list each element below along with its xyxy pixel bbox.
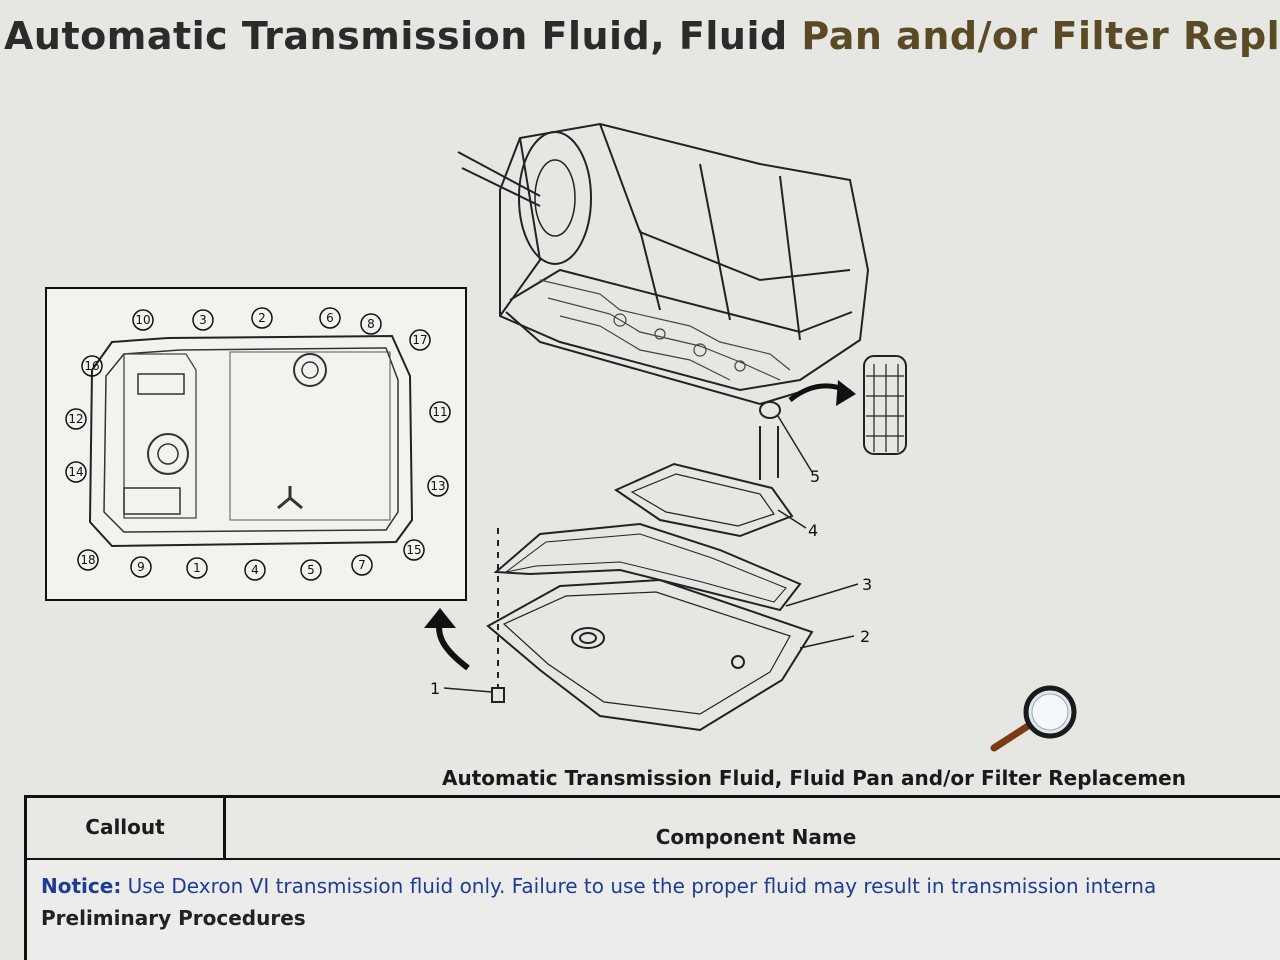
- inset-bolt-label: 14: [65, 461, 87, 483]
- inset-bolt-label: 11: [429, 401, 451, 423]
- inset-arrow-head: [424, 608, 456, 628]
- filter-pan: [613, 462, 794, 538]
- pan-gasket: [493, 522, 802, 612]
- preliminary-procedures-heading: Preliminary Procedures: [41, 906, 306, 930]
- inset-bolt-label: 8: [360, 313, 382, 335]
- inset-bolt-num: 17: [412, 333, 427, 347]
- notice-body: Use Dexron VI transmission fluid only. F…: [121, 874, 1157, 898]
- inset-bolt-num: 1: [193, 561, 201, 575]
- pan-bolt: [491, 528, 505, 703]
- inset-bolt-num: 2: [258, 311, 266, 325]
- inset-bolt-label: 1: [186, 557, 208, 579]
- magnify-icon[interactable]: [988, 680, 1088, 760]
- notice-label: Notice:: [41, 874, 122, 898]
- valve-body-detail: [539, 279, 791, 381]
- inset-bolt-label: 18: [77, 549, 99, 571]
- inset-bolt-num: 6: [326, 311, 334, 325]
- page-title-part1: Automatic Transmission Fluid, Fluid: [4, 14, 802, 58]
- fluid-pan: [486, 578, 814, 732]
- inset-bolt-label: 10: [132, 309, 154, 331]
- callout-labels: 1 2 3 4 5: [430, 467, 872, 698]
- callout-column-header: Callout: [27, 798, 226, 858]
- inset-bolt-labels: 10 3 2 6 8 17 16 11 12 14 13 18 9 1 4 5 …: [65, 307, 451, 581]
- inset-bolt-label: 3: [192, 309, 214, 331]
- callout-1: 1: [430, 679, 440, 698]
- inset-bolt-num: 3: [199, 313, 207, 327]
- inset-bolt-num: 7: [358, 558, 366, 572]
- inset-bolt-label: 2: [251, 307, 273, 329]
- callout-5: 5: [810, 467, 820, 486]
- inset-bolt-num: 11: [432, 405, 447, 419]
- figure-caption: Automatic Transmission Fluid, Fluid Pan …: [442, 766, 1186, 790]
- inset-bolt-num: 14: [68, 465, 83, 479]
- callout-4: 4: [808, 521, 818, 540]
- inset-bolt-label: 4: [244, 559, 266, 581]
- component-name-column-header: Component Name: [655, 825, 857, 849]
- notice-text: Notice: Use Dexron VI transmission fluid…: [41, 874, 1280, 898]
- callout-leaders: [443, 415, 859, 693]
- inset-bolt-label: 6: [319, 307, 341, 329]
- inset-bolt-label: 13: [427, 475, 449, 497]
- inset-bolt-label: 15: [403, 539, 425, 561]
- notice-row: Notice: Use Dexron VI transmission fluid…: [24, 860, 1280, 960]
- inset-pan-diagram: [45, 287, 467, 601]
- inset-bolt-num: 18: [80, 553, 95, 567]
- page-title-part2: Pan and/or Filter Replac: [801, 14, 1280, 58]
- inset-bolt-num: 5: [307, 563, 315, 577]
- inset-bolt-num: 10: [135, 313, 150, 327]
- filter-seal: [759, 401, 781, 480]
- filter-assembly-detail: [863, 355, 907, 455]
- callout-2: 2: [860, 627, 870, 646]
- inset-bolt-label: 16: [81, 355, 103, 377]
- inset-bolt-num: 8: [367, 317, 375, 331]
- inset-bolt-label: 5: [300, 559, 322, 581]
- inset-bolt-num: 9: [137, 560, 145, 574]
- inset-bolt-num: 15: [406, 543, 421, 557]
- callout-3: 3: [862, 575, 872, 594]
- page-title: Automatic Transmission Fluid, Fluid Pan …: [4, 14, 1280, 58]
- transmission-housing: [457, 122, 870, 406]
- exploded-diagram: 10 3 2 6 8 17 16 11 12 14 13 18 9 1 4 5 …: [0, 80, 1280, 760]
- filter-arrow-head: [836, 380, 856, 406]
- component-table-header: Callout Component Name: [24, 795, 1280, 861]
- inset-bolt-num: 16: [84, 359, 99, 373]
- inset-bolt-label: 9: [130, 556, 152, 578]
- inset-bolt-num: 12: [68, 412, 83, 426]
- inset-bolt-num: 13: [430, 479, 445, 493]
- inset-bolt-label: 17: [409, 329, 431, 351]
- inset-bolt-num: 4: [251, 563, 259, 577]
- inset-bolt-label: 7: [351, 554, 373, 576]
- inset-bolt-label: 12: [65, 408, 87, 430]
